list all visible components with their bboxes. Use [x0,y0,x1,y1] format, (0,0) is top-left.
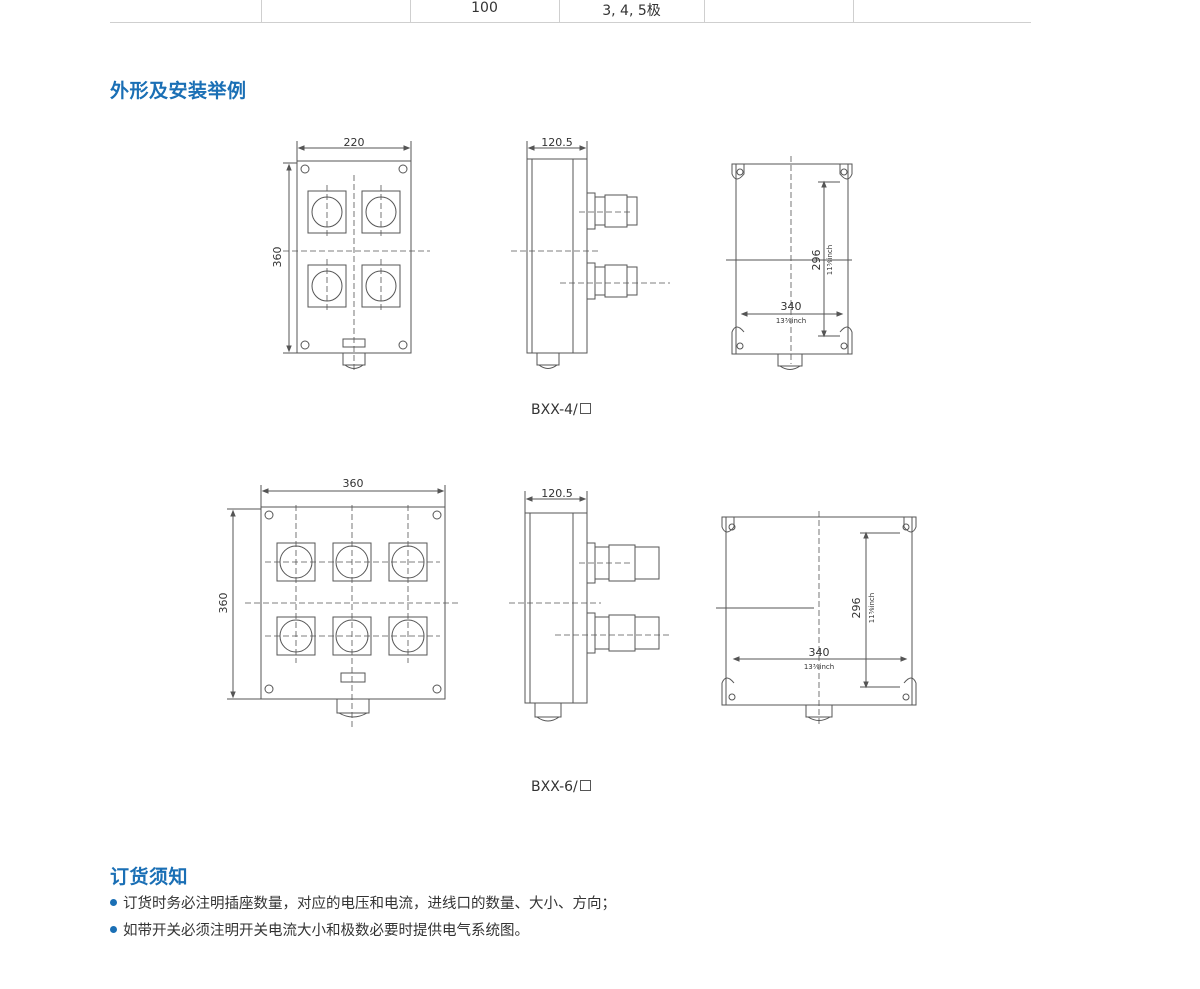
dim-mount-height: 296 [850,598,863,619]
section-title-ordering: 订货须知 [110,866,189,888]
bullet-dot [110,926,117,933]
dim-height: 360 [271,247,284,268]
dim-mount-width: 340 [781,300,802,313]
caption-bxx4: BXX-4/ [531,402,591,418]
table-divider [261,0,262,22]
dim-mount-height-inch: 11⁵⁄₈inch [868,593,876,623]
dim-mount-width-inch: 13³⁄₈inch [776,317,806,325]
table-divider [704,0,705,22]
dim-mount-height: 296 [810,250,823,271]
dim-depth: 120.5 [541,487,573,500]
table-cell-current: 100 [471,0,498,16]
spec-table-row: 100 3, 4, 5极 [110,0,1031,23]
bxx6-mounting-view: 296 11⁵⁄₈inch 340 13³⁄₈inch [716,511,917,725]
bxx4-mounting-view: 296 11⁵⁄₈inch 340 13³⁄₈inch [726,156,853,370]
dim-mount-width-inch: 13³⁄₈inch [804,663,834,671]
dim-width: 220 [344,136,365,149]
table-divider [410,0,411,22]
table-divider [559,0,560,22]
table-divider [853,0,854,22]
dim-mount-width: 340 [809,646,830,659]
dim-width: 360 [343,477,364,490]
bullet-dot [110,899,117,906]
dim-depth: 120.5 [541,136,573,149]
dim-height: 360 [217,593,230,614]
ordering-note: 订货时务必注明插座数量，对应的电压和电流，进线口的数量、大小、方向； [110,892,616,913]
caption-bxx6: BXX-6/ [531,779,591,795]
ordering-note: 如带开关必须注明开关电流大小和极数必要时提供电气系统图。 [110,919,529,940]
bxx6-front-view: 360 360 [217,477,460,727]
bxx4-side-view: 120.5 [511,136,670,369]
dim-mount-height-inch: 11⁵⁄₈inch [826,245,834,275]
section-title-outline: 外形及安装举例 [110,80,247,102]
bxx4-front-view: 220 360 [271,136,430,371]
table-cell-poles: 3, 4, 5极 [602,3,661,19]
bxx6-side-view: 120.5 [509,487,670,722]
